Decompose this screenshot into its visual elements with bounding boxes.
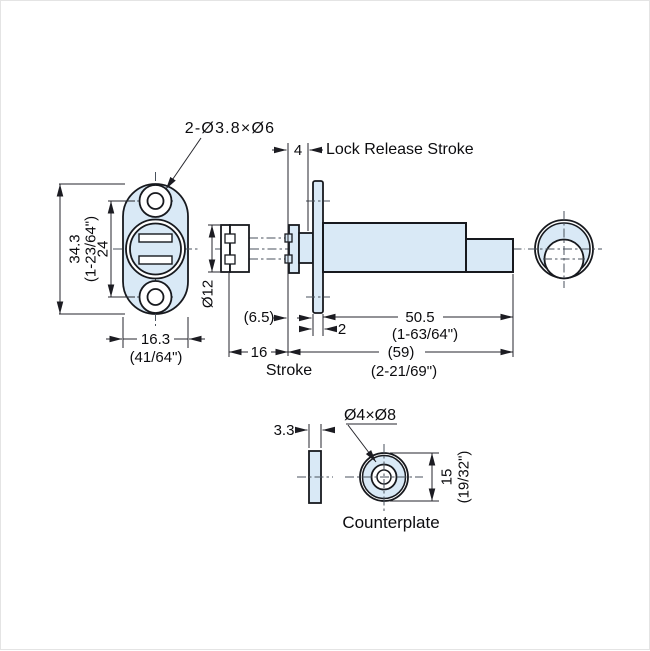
plunger-notch-bottom (224, 254, 236, 265)
dim-plate-width: 16.3 (41/64") (106, 317, 205, 366)
mounting-plate-front-view (113, 172, 198, 326)
dim-counterplate-thickness-label: 3.3 (274, 422, 295, 439)
dim-plunger-diameter: Ø12 (199, 224, 220, 308)
plunger-head-body (229, 224, 250, 273)
latch-side-view (215, 180, 525, 314)
dim-overall-in-label: (2-21/69") (371, 363, 437, 380)
dim-lock-release-mm-label: 4 (294, 142, 302, 159)
counterplate-label: Counterplate (342, 513, 439, 532)
dim-counterplate-dia-in-label: (19/32") (455, 451, 472, 504)
dim-lock-release-stroke: 4 Lock Release Stroke (272, 141, 474, 356)
dim-protrusion-label: (6.5) (244, 309, 275, 326)
stroke-label: Stroke (266, 362, 312, 379)
dim-stroke-mm-label: 16 (251, 344, 268, 361)
latch-end-view (528, 211, 602, 288)
dim-hole-callout: 2-Ø3.8×Ø6 (165, 120, 275, 190)
dim-overall-mm-label: (59) (388, 344, 415, 361)
lock-release-stroke-label: Lock Release Stroke (326, 141, 474, 158)
plunger-shaft (298, 232, 314, 264)
dim-body-length-mm-label: 50.5 (405, 309, 434, 326)
plunger-head-plate (220, 224, 231, 273)
dim-stroke: 16 Stroke (228, 273, 312, 379)
counterplate-front-view (345, 444, 423, 511)
plunger-notch-top (224, 233, 236, 244)
dim-plate-height: 34.3 (1-23/64") (56, 183, 125, 315)
collar (288, 224, 300, 274)
dim-width-in-label: (41/64") (130, 349, 183, 366)
latch-body (322, 222, 467, 273)
slot-bottom (138, 255, 173, 265)
dim-flange-thickness-label: 2 (338, 321, 346, 338)
screw-hole-top (146, 192, 165, 210)
dim-hole-spacing-label: 24 (94, 241, 111, 258)
hole-callout-label: 2-Ø3.8×Ø6 (185, 120, 275, 137)
dim-counterplate-diameter: 15 (19/32") (390, 451, 472, 504)
dim-height-mm-label: 34.3 (66, 234, 83, 263)
dim-overall-length: (59) (2-21/69") (288, 344, 513, 380)
screw-hole-bottom (146, 288, 165, 306)
counterplate-hole-callout-label: Ø4×Ø8 (344, 407, 396, 424)
dim-body-length-in-label: (1-63/64") (392, 326, 458, 343)
dim-body-length: 50.5 (1-63/64") (323, 274, 514, 357)
dim-width-mm-label: 16.3 (141, 331, 170, 348)
dim-counterplate-thickness: 3.3 (274, 422, 335, 448)
dim-counterplate-hole-callout: Ø4×Ø8 (344, 407, 397, 463)
counterplate-side-view (297, 450, 333, 504)
dim-counterplate-dia-mm-label: 15 (438, 469, 455, 486)
dim-height-in-label: (1-23/64") (82, 216, 99, 282)
dim-hole-spacing: 24 (94, 200, 135, 298)
latch-barrel-inner (129, 222, 182, 276)
rear-shaft (465, 238, 514, 273)
dim-plunger-dia-label: Ø12 (199, 280, 216, 308)
dim-protrusion: (6.5) (244, 309, 312, 326)
slot-top (138, 233, 173, 243)
